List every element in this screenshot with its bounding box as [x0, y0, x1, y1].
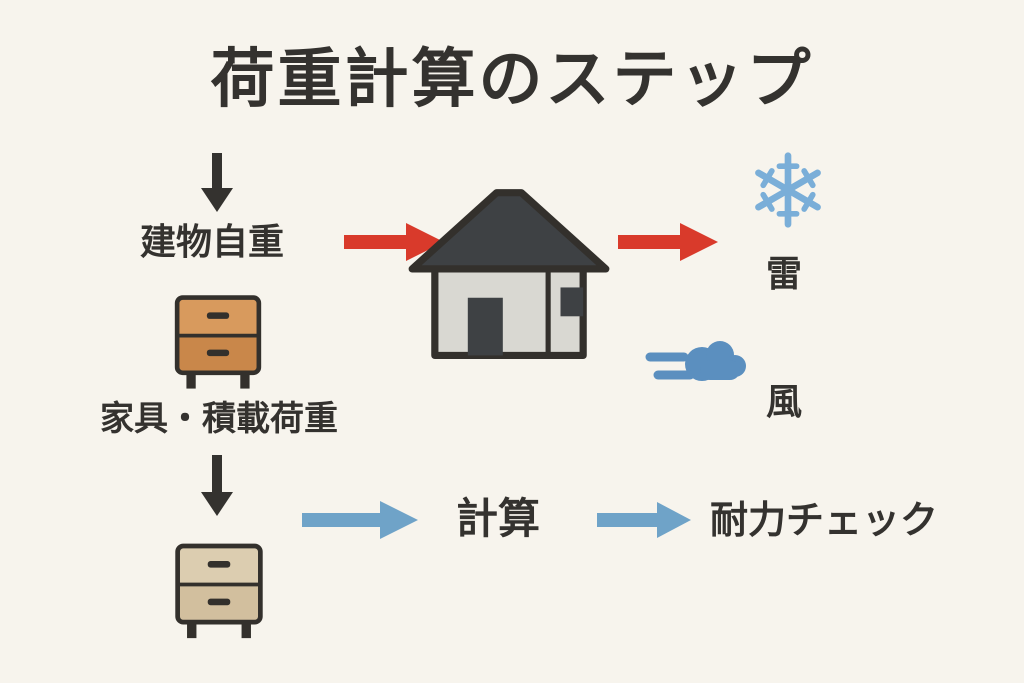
wind-load-label: 風: [766, 381, 803, 422]
strength-check-label: 耐力チェック: [710, 500, 939, 542]
building-weight-label: 建物自重: [140, 221, 285, 262]
snow-load-label: 雷: [766, 253, 803, 294]
blue-arrow-icon: [302, 499, 420, 541]
red-arrow-icon: [344, 221, 446, 263]
calculation-label: 計算: [456, 495, 541, 542]
down-arrow-icon: [198, 153, 236, 213]
furniture-load-label: 家具・積載荷重: [100, 400, 338, 438]
furniture-chest-icon: [168, 292, 268, 396]
snowflake-icon: [748, 150, 828, 230]
blue-arrow-icon: [597, 500, 693, 540]
red-arrow-icon: [618, 221, 720, 263]
wind-cloud-icon: [642, 330, 754, 394]
diagram-title: 荷重計算のステップ: [210, 43, 814, 115]
beige-chest-icon: [172, 536, 266, 650]
down-arrow-icon: [198, 455, 236, 517]
house-icon: [406, 178, 612, 366]
